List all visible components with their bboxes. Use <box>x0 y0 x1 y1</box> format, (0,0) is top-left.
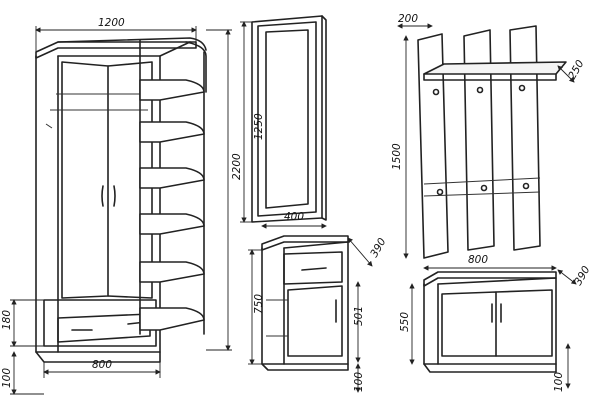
dim-bench-depth: 390 <box>572 264 593 288</box>
bench <box>423 271 557 373</box>
bench-dimensions: 800 390 550 100 <box>399 254 593 392</box>
dim-bench-height: 550 <box>399 312 411 332</box>
mirror-dimensions: 1250 400 <box>240 21 327 229</box>
dim-wardrobe-width: 1200 <box>98 17 125 29</box>
dim-bench-plinth-height: 100 <box>553 372 565 392</box>
dim-bench-width: 800 <box>468 254 488 266</box>
hanger <box>417 25 567 259</box>
dim-hanger-height: 1500 <box>391 143 403 170</box>
dim-hanger-panel-width: 200 <box>398 13 418 25</box>
dim-cabinet-depth: 390 <box>368 236 389 260</box>
dim-wardrobe-height: 2200 <box>231 153 243 180</box>
dim-wardrobe-plinth-height: 100 <box>1 368 13 388</box>
dim-mirror-height: 1250 <box>253 113 265 140</box>
dim-cabinet-height: 750 <box>253 294 265 314</box>
dim-mirror-width: 400 <box>284 211 304 223</box>
dim-cabinet-plinth-height: 100 <box>353 372 365 392</box>
wardrobe <box>35 37 207 363</box>
cabinet-dimensions: 390 750 501 100 <box>248 236 389 393</box>
cabinet <box>261 235 349 371</box>
mirror <box>251 15 327 223</box>
dim-hanger-shelf-depth: 250 <box>566 58 587 82</box>
dim-wardrobe-drawer-height: 180 <box>1 310 13 330</box>
wardrobe-dimensions: 1200 2200 800 180 100 <box>1 17 243 395</box>
dim-wardrobe-base-width: 800 <box>92 359 112 371</box>
dim-cabinet-inner-height: 501 <box>353 306 365 326</box>
